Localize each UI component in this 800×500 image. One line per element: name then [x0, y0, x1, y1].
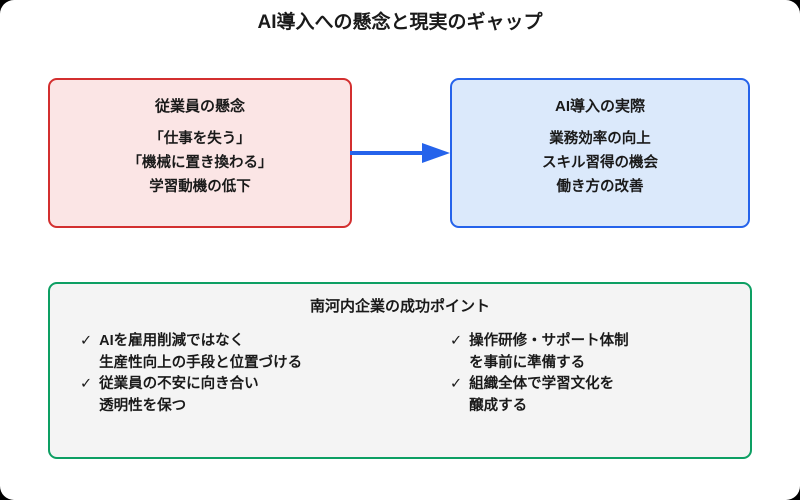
success-point-text: 従業員の不安に向き合い 透明性を保つ: [99, 376, 259, 414]
success-point: ✓ 従業員の不安に向き合い 透明性を保つ: [80, 374, 400, 417]
concerns-box-title: 従業員の懸念: [154, 98, 245, 115]
reality-item: 働き方の改善: [556, 179, 644, 195]
concerns-item: 「機械に置き換わる」: [127, 155, 273, 171]
check-icon: ✓: [450, 333, 463, 349]
success-columns: ✓ AIを雇用削減ではなく 生産性向上の手段と位置づける ✓ 従業員の不安に向き…: [50, 331, 750, 417]
reality-box-items: 業務効率の向上 スキル習得の機会 働き方の改善: [452, 127, 748, 199]
reality-item: スキル習得の機会: [542, 155, 658, 171]
success-left-column: ✓ AIを雇用削減ではなく 生産性向上の手段と位置づける ✓ 従業員の不安に向き…: [50, 331, 400, 417]
check-icon: ✓: [80, 333, 93, 349]
success-right-column: ✓ 操作研修・サポート体制 を事前に準備する ✓ 組織全体で学習文化を 醸成する: [400, 331, 750, 417]
check-icon: ✓: [450, 376, 463, 392]
reality-box-title: AI導入の実際: [554, 98, 645, 115]
success-box-title: 南河内企業の成功ポイント: [309, 298, 490, 315]
concerns-box: 従業員の懸念 「仕事を失う」 「機械に置き換わる」 学習動機の低下: [48, 78, 352, 228]
right-arrow-icon: [350, 143, 450, 163]
success-box: 南河内企業の成功ポイント ✓ AIを雇用削減ではなく 生産性向上の手段と位置づけ…: [48, 282, 752, 459]
success-point-text: AIを雇用削減ではなく 生産性向上の手段と位置づける: [99, 333, 303, 371]
concerns-box-items: 「仕事を失う」 「機械に置き換わる」 学習動機の低下: [50, 127, 350, 199]
success-point-text: 組織全体で学習文化を 醸成する: [469, 376, 615, 414]
success-point: ✓ AIを雇用削減ではなく 生産性向上の手段と位置づける: [80, 331, 400, 374]
concerns-item: 学習動機の低下: [149, 179, 251, 195]
success-point: ✓ 組織全体で学習文化を 醸成する: [450, 374, 750, 417]
concerns-item: 「仕事を失う」: [149, 131, 251, 147]
reality-item: 業務効率の向上: [549, 131, 651, 147]
reality-box: AI導入の実際 業務効率の向上 スキル習得の機会 働き方の改善: [450, 78, 750, 228]
success-point-text: 操作研修・サポート体制 を事前に準備する: [469, 333, 629, 371]
check-icon: ✓: [80, 376, 93, 392]
success-point: ✓ 操作研修・サポート体制 を事前に準備する: [450, 331, 750, 374]
page-title: AI導入への懸念と現実のギャップ: [257, 12, 543, 33]
